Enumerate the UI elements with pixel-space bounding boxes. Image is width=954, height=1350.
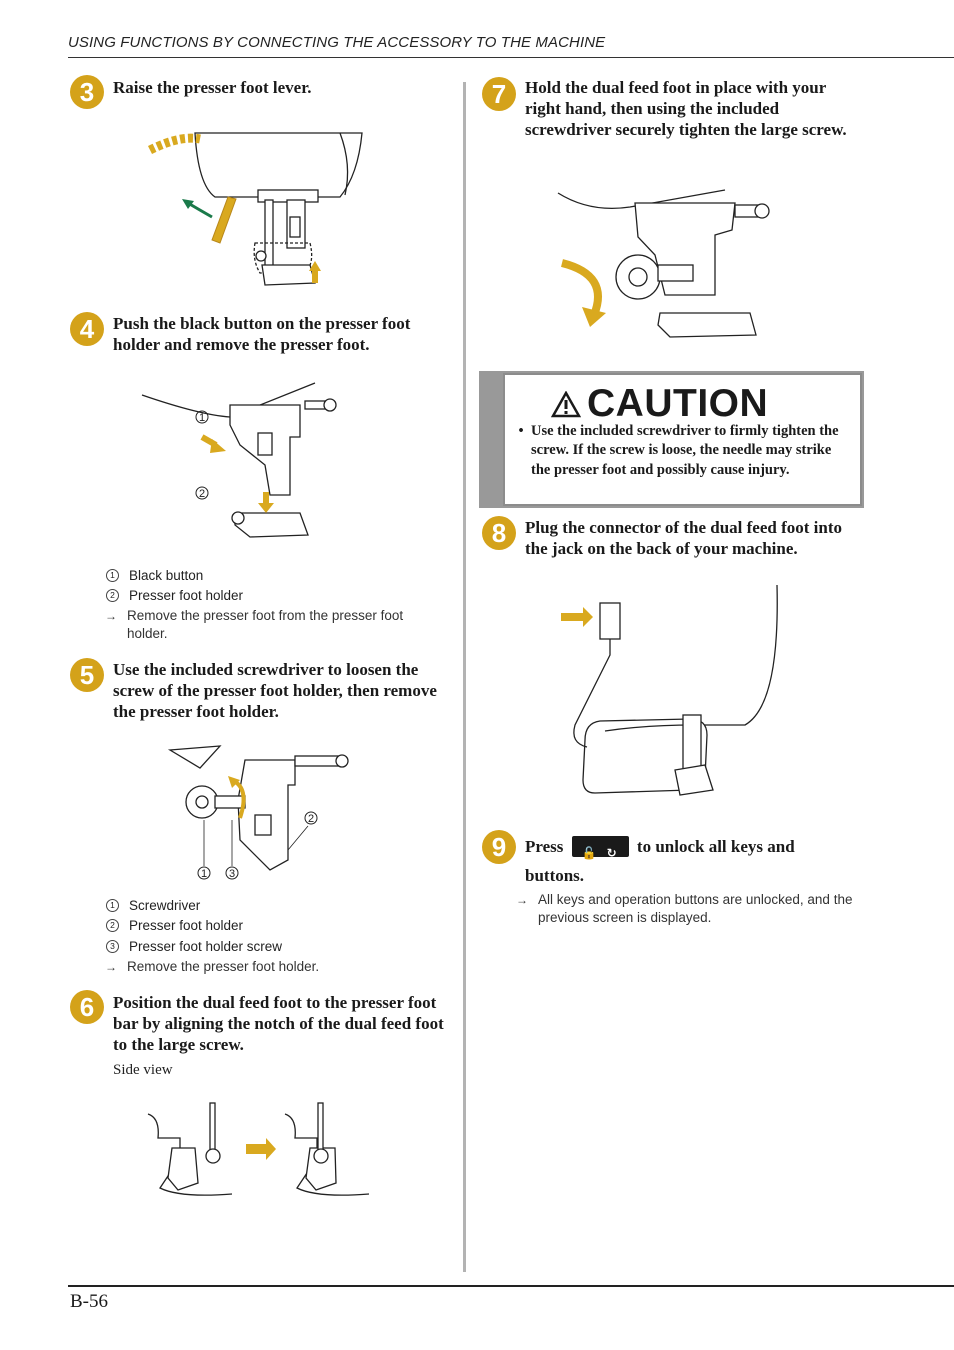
step-8-badge: 8: [482, 516, 516, 550]
callout-2: 2: [199, 488, 205, 500]
caution-title: CAUTION: [551, 382, 768, 426]
step-8-text: Plug the connector of the dual feed foot…: [525, 518, 842, 558]
refresh-icon: ↻: [606, 845, 617, 860]
step-7-text: Hold the dual feed foot in place with yo…: [525, 78, 847, 139]
caution-box: CAUTION • Use the included screwdriver t…: [479, 371, 864, 508]
unlock-key-icon[interactable]: 🔓 ↻: [571, 835, 629, 860]
warning-triangle-icon: [551, 390, 581, 417]
step-3-badge: 3: [70, 75, 104, 109]
footer-rule: [68, 1285, 954, 1287]
side-view-illustration: [147, 1102, 370, 1196]
callout-3: 3: [229, 868, 235, 880]
step-7-badge: 7: [482, 77, 516, 111]
result-arrow-icon: →: [516, 893, 528, 907]
step-6-text: Position the dual feed foot to the press…: [113, 993, 444, 1054]
step-4-text: Push the black button on the presser foo…: [113, 314, 411, 354]
step-5-badge: 5: [70, 658, 104, 692]
result-arrow-icon: →: [105, 609, 117, 623]
result-arrow-icon: →: [105, 960, 117, 974]
step-5-note: → Remove the presser foot holder.: [105, 959, 320, 974]
callout-2: 2: [308, 813, 314, 825]
running-header: USING FUNCTIONS BY CONNECTING THE ACCESS…: [68, 34, 606, 51]
page-number: B-56: [70, 1291, 108, 1312]
bullet-icon: •: [518, 423, 524, 439]
step-4-note: → Remove the presser foot from the press…: [105, 608, 404, 641]
step-9-badge: 9: [482, 830, 516, 864]
loosen-screw-illustration: 1 3 2: [167, 745, 349, 880]
step-9-text: Press 🔓 ↻ to unlock all keys and buttons…: [525, 835, 795, 885]
plug-connector-illustration: [561, 585, 778, 796]
tighten-screw-illustration: [557, 189, 770, 338]
remove-foot-illustration: 1 2: [141, 382, 337, 538]
column-divider: [463, 82, 466, 1272]
step-3-text: Raise the presser foot lever.: [113, 78, 312, 97]
step-9-note: → All keys and operation buttons are unl…: [516, 892, 853, 925]
side-view-caption: Side view: [113, 1062, 173, 1078]
step-6-badge: 6: [70, 990, 104, 1024]
caution-text: • Use the included screwdriver to firmly…: [511, 422, 854, 480]
callout-1: 1: [199, 412, 205, 424]
caution-panel: CAUTION • Use the included screwdriver t…: [503, 373, 862, 506]
header-rule: [68, 57, 954, 58]
step-4-badge: 4: [70, 312, 104, 346]
callout-1: 1: [201, 868, 207, 880]
lock-icon: 🔓: [581, 845, 597, 860]
step-5-text: Use the included screwdriver to loosen t…: [113, 660, 437, 721]
raise-lever-illustration: [147, 132, 363, 286]
